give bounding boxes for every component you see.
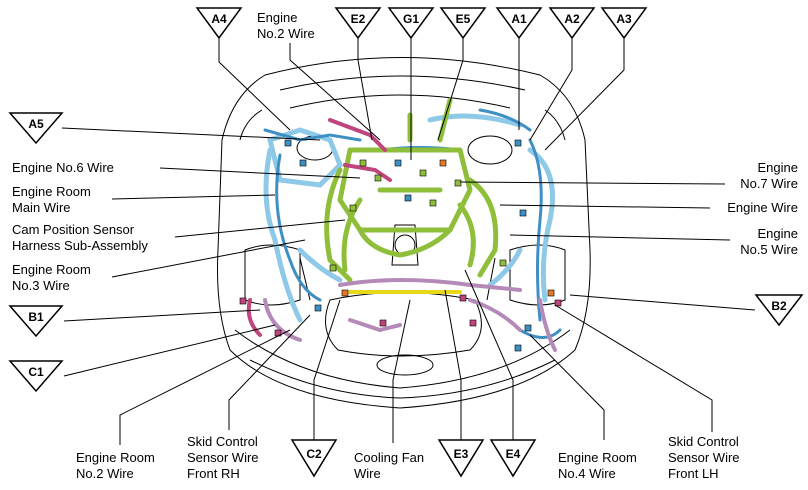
engine-room-no4-wire-harness <box>263 278 557 352</box>
svg-text:A4: A4 <box>211 12 227 26</box>
marker-b1: B1 <box>8 305 64 338</box>
svg-text:A5: A5 <box>28 117 44 131</box>
marker-b2: B2 <box>754 294 804 327</box>
svg-text:B1: B1 <box>28 310 44 324</box>
marker-g1: G1 <box>387 7 435 40</box>
marker-e4: E4 <box>489 439 537 478</box>
connectors <box>239 139 562 352</box>
leader-lines <box>61 37 756 445</box>
marker-a3: A3 <box>600 7 648 40</box>
svg-text:A2: A2 <box>564 12 580 26</box>
marker-c1: C1 <box>8 360 64 393</box>
svg-text:E4: E4 <box>506 447 521 461</box>
marker-a2: A2 <box>548 7 596 40</box>
svg-text:G1: G1 <box>403 12 419 26</box>
marker-a4: A4 <box>195 7 243 40</box>
marker-e3: E3 <box>437 439 485 478</box>
marker-e2: E2 <box>334 7 382 40</box>
engine-no2-wire-harness <box>246 118 392 337</box>
engine-wire-harness <box>324 97 499 283</box>
svg-text:E5: E5 <box>456 12 471 26</box>
svg-text:B2: B2 <box>771 299 787 313</box>
engine-room-main-wire-harness <box>263 113 555 323</box>
marker-a5: A5 <box>8 112 64 145</box>
svg-text:A3: A3 <box>616 12 632 26</box>
marker-c2: C2 <box>290 439 338 478</box>
marker-a1: A1 <box>495 7 543 40</box>
svg-text:C1: C1 <box>28 365 44 379</box>
svg-text:A1: A1 <box>511 12 527 26</box>
label-engine-no6-wire: Engine No.6 Wire <box>12 160 114 175</box>
svg-text:E3: E3 <box>454 447 469 461</box>
marker-e5: E5 <box>439 7 487 40</box>
label-engine-wire: Engine Wire <box>727 200 798 215</box>
svg-text:E2: E2 <box>351 12 366 26</box>
svg-text:C2: C2 <box>306 447 322 461</box>
